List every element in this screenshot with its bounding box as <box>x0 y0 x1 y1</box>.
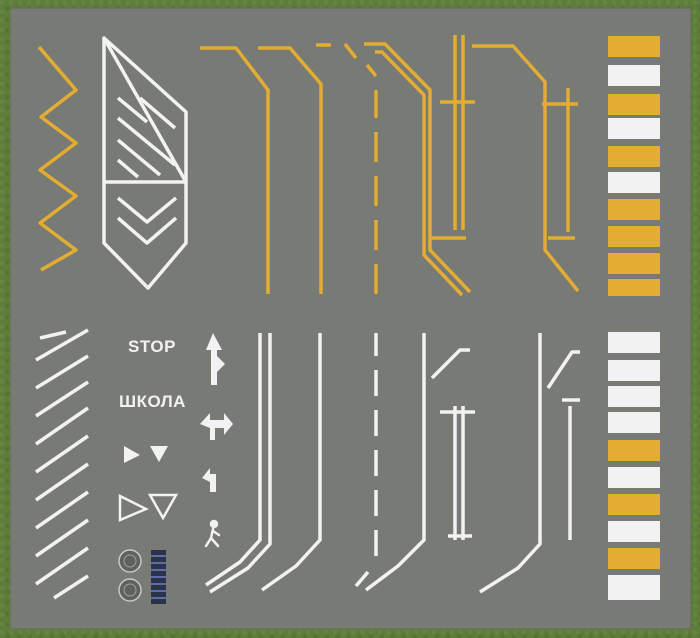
white-markings <box>205 333 580 594</box>
yield-triangles-outline <box>118 493 179 522</box>
yellow-double-bend-a <box>364 42 472 294</box>
hatched-area <box>35 328 89 600</box>
yellow-markings <box>37 35 580 297</box>
yellow-double-bend-b <box>375 50 464 297</box>
school-text-marking: ШКОЛА <box>119 392 186 411</box>
white-bend-line <box>260 333 322 592</box>
asphalt-texture-sheet <box>10 8 691 629</box>
white-corner <box>430 348 470 380</box>
crosswalk-stripes-bottom <box>608 332 660 600</box>
stop-text-marking: STOP <box>128 337 176 356</box>
zigzag-marking <box>37 45 78 272</box>
yellow-bend-right <box>472 44 580 293</box>
pedestrian-symbol <box>204 519 221 548</box>
chevron-island <box>102 36 188 290</box>
white-solid-line <box>205 333 262 587</box>
yield-triangles-filled <box>124 446 168 463</box>
drain-grate <box>151 550 166 604</box>
white-bend-line <box>364 333 426 592</box>
yellow-dash <box>365 63 378 78</box>
white-corner <box>546 350 580 389</box>
manhole-covers <box>118 549 142 602</box>
white-solid-line <box>209 333 272 594</box>
white-dash <box>354 570 370 588</box>
yellow-double-line-a <box>258 46 323 294</box>
white-bend-line <box>479 333 542 594</box>
yellow-solid-line <box>200 46 270 294</box>
yellow-dash <box>343 42 358 60</box>
lane-arrows <box>200 333 233 492</box>
crosswalk-stripes-top <box>608 36 660 296</box>
